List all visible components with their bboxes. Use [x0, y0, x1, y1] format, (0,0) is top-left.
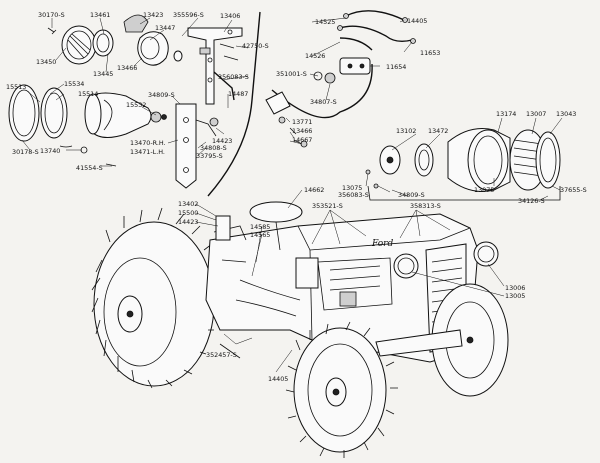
label-30170-s: 30170-S — [38, 11, 65, 19]
label-356083-s-right: 356083-S — [338, 191, 369, 199]
small-parts-mid — [265, 91, 308, 148]
label-14585: 14585 — [250, 223, 270, 231]
label-13470-rh: 13470-R.H. — [130, 139, 166, 147]
front-lamp-exploded — [365, 128, 561, 201]
headlamp-bracket — [59, 103, 219, 189]
tail-lamp-assembly — [47, 14, 183, 66]
label-14405-bottom: 14405 — [268, 375, 288, 383]
label-351001-s: 351001-S — [276, 70, 307, 78]
front-axle — [375, 329, 463, 357]
label-13075-left: 13075 — [342, 184, 362, 192]
label-14667: 14667 — [292, 136, 312, 144]
label-13075-right: 13075 — [474, 186, 494, 194]
headlamp-exploded-left — [8, 84, 167, 142]
tractor — [91, 201, 509, 458]
label-15514: 15514 — [78, 90, 98, 98]
ford-emblem: Ford — [371, 239, 393, 249]
label-34809-s-right: 34809-S — [398, 191, 425, 199]
label-14526: 14526 — [305, 52, 325, 60]
label-41554-s: 41554-S — [76, 164, 103, 172]
label-13174: 13174 — [496, 110, 516, 118]
label-34126-s: 34126-S — [518, 197, 545, 205]
label-34808-s: 34808-S — [200, 144, 227, 152]
label-13740: 13740 — [40, 147, 60, 155]
label-34809-s-left: 34809-S — [148, 91, 175, 99]
label-14662: 14662 — [304, 186, 324, 194]
section-divider-mid — [271, 63, 373, 119]
section-divider-left — [207, 11, 261, 197]
light-bracket — [187, 27, 243, 105]
label-30178-s: 30178-S — [12, 148, 39, 156]
label-15534: 15534 — [64, 80, 84, 88]
rear-tire — [93, 221, 215, 387]
dash-lamp — [215, 215, 231, 241]
label-13466-mid: 13466 — [292, 127, 312, 135]
label-42750-s: 42750-S — [242, 42, 269, 50]
label-13445: 13445 — [93, 70, 113, 78]
label-13406: 13406 — [220, 12, 240, 20]
part-labels: 30170-S 13461 13423 355596-S 13406 13447… — [6, 11, 587, 383]
label-13447: 13447 — [155, 24, 175, 32]
label-13402: 13402 — [178, 200, 198, 208]
generator — [295, 257, 319, 289]
label-13005: 13005 — [505, 292, 525, 300]
label-13006: 13006 — [505, 284, 525, 292]
label-11654: 11654 — [386, 63, 406, 71]
label-13471-lh: 13471-L.H. — [130, 148, 165, 156]
label-15532: 15532 — [126, 101, 146, 109]
label-358313-s: 358313-S — [410, 202, 441, 210]
label-34807-s: 34807-S — [310, 98, 337, 106]
label-13043: 13043 — [556, 110, 576, 118]
label-13466-top: 13466 — [117, 64, 137, 72]
label-14565: 14565 — [250, 231, 270, 239]
label-37655-s: 37655-S — [560, 186, 587, 194]
label-356083-s-top: 356083-S — [218, 73, 249, 81]
label-13771: 13771 — [292, 118, 312, 126]
wiring-switch-assembly — [313, 10, 416, 84]
label-11653: 11653 — [420, 49, 440, 57]
label-14525: 14525 — [315, 18, 335, 26]
label-13450: 13450 — [36, 58, 56, 66]
label-353521-s: 353521-S — [312, 202, 343, 210]
label-14487: 14487 — [228, 90, 248, 98]
label-15500: 15500 — [178, 209, 198, 217]
label-13423: 13423 — [143, 11, 163, 19]
headlight-right — [473, 241, 499, 267]
label-13102: 13102 — [396, 127, 416, 135]
label-13472: 13472 — [428, 127, 448, 135]
label-33795-s: 33795-S — [196, 152, 223, 160]
label-352457-s: 352457-S — [206, 351, 237, 359]
label-14423-top: 14423 — [212, 137, 232, 145]
label-13007: 13007 — [526, 110, 546, 118]
label-15513: 15513 — [6, 83, 26, 91]
label-13461: 13461 — [90, 11, 110, 19]
leader-lines — [21, 17, 563, 373]
label-355596-s: 355596-S — [173, 11, 204, 19]
label-14405-top: 14405 — [407, 17, 427, 25]
steering-wheel — [249, 201, 303, 223]
label-14423-bottom: 14423 — [178, 218, 198, 226]
